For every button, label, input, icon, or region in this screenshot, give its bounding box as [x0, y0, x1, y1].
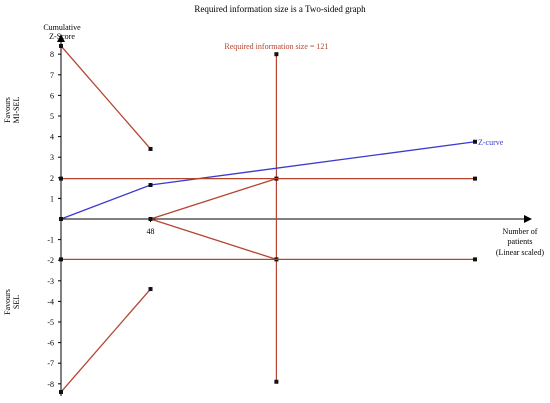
boundary-point: [473, 257, 477, 262]
z-curve-line: [60, 141, 476, 220]
favours-bottom-line2: SEL: [12, 295, 21, 309]
y-tick-label: 6: [50, 91, 54, 100]
boundary-line: [150, 178, 277, 220]
y-tick-label: 8: [50, 50, 54, 59]
required-information-size-label: Required information size = 121: [224, 42, 328, 51]
y-tick-label: -5: [47, 318, 54, 327]
x-axis-arrow: [524, 215, 532, 223]
boundary-line: [60, 45, 152, 150]
z-curve-point: [473, 139, 477, 144]
x-axis-label-line2: patients: [508, 237, 533, 246]
boundary-point: [59, 390, 63, 395]
y-tick-label: -7: [47, 359, 54, 368]
boundary-point: [148, 217, 153, 221]
plot-area: 8 7 6 5 4 3 2 1 -1 -2 -3 -4 -5 -6 -7 -8 48 Required infor…: [47, 33, 532, 397]
y-tick-label: 4: [50, 133, 54, 142]
ris-top-marker: [274, 52, 279, 57]
boundary-point: [59, 257, 63, 262]
y-tick-label: -8: [47, 380, 54, 389]
z-curve-point: [148, 183, 153, 188]
x-tick-label: 48: [147, 227, 155, 236]
boundary-point: [148, 146, 153, 151]
favours-top-line1: Favours: [3, 97, 12, 123]
boundary-line: [150, 218, 277, 260]
y-tick-label: 2: [50, 174, 54, 183]
y-axis-label-line1: Cumulative: [43, 23, 81, 32]
y-tick-label: -3: [47, 277, 54, 286]
x-axis-label-line1: Number of: [503, 227, 538, 236]
ris-bottom-marker: [274, 379, 279, 384]
boundary-point: [148, 287, 153, 292]
x-axis-label-line3: (Linear scaled): [496, 248, 545, 257]
boundary-line: [60, 288, 152, 393]
chart-title: Required information size is a Two-sided…: [194, 4, 366, 14]
boundary-point: [59, 43, 63, 48]
favours-bottom-line1: Favours: [3, 289, 12, 315]
z-curve-point: [59, 217, 63, 221]
favours-top-line2: MI-SEL: [12, 97, 21, 124]
y-tick-label: -2: [47, 256, 54, 265]
z-curve-label: Z-curve: [478, 138, 504, 147]
y-tick-label: 7: [50, 71, 54, 80]
y-tick-label: -4: [47, 297, 54, 306]
y-tick-label: -6: [47, 339, 54, 348]
boundary-point: [59, 176, 63, 181]
y-tick-label: -1: [47, 236, 54, 245]
y-tick-label: 3: [50, 153, 54, 162]
boundary-point: [473, 176, 477, 181]
y-tick-label: 1: [50, 194, 54, 203]
y-axis-arrow: [57, 33, 65, 42]
y-tick-label: 5: [50, 112, 54, 121]
